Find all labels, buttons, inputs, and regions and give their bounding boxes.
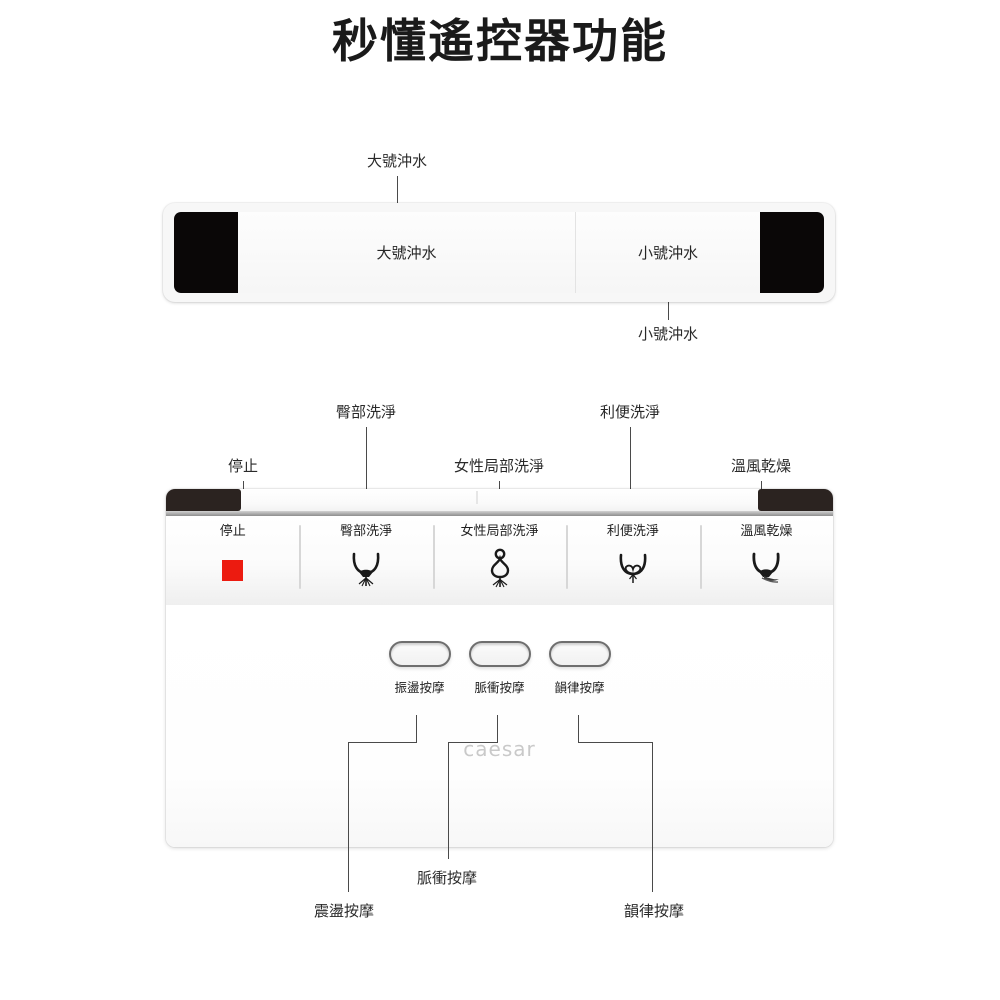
big-flush-button[interactable]: 大號沖水: [238, 212, 575, 293]
wash-button-row: 停止 臀部洗淨: [166, 516, 833, 607]
callout-leader-rhythm-massage-upper: [578, 715, 579, 742]
rhythm-massage-button[interactable]: [548, 641, 611, 667]
small-flush-button[interactable]: 小號沖水: [574, 212, 760, 293]
page-title: 秒懂遙控器功能: [332, 14, 668, 68]
wash-remote-panel: 停止 臀部洗淨: [166, 489, 833, 847]
callout-leader-vibration-massage-lower: [348, 742, 349, 892]
callout-leader-big-flush: [397, 176, 398, 227]
vibration-massage-button[interactable]: [388, 641, 451, 667]
feminine-wash-button-label: 女性局部洗淨: [460, 524, 539, 539]
wash-remote-topbar-seam: [476, 491, 478, 504]
callout-leader-pulse-massage-lower: [448, 742, 449, 859]
wash-remote-left-cap: [166, 489, 241, 511]
rhythm-massage-label: 韻律按摩: [554, 680, 605, 695]
rear-wash-icon: [345, 547, 387, 587]
callout-label-rhythm-massage: 韻律按摩: [623, 902, 685, 920]
feminine-wash-button[interactable]: 女性局部洗淨: [432, 516, 566, 605]
stop-button-label: 停止: [219, 524, 246, 539]
callout-leader-soft-wash: [630, 427, 631, 539]
callout-leader-rear-wash: [366, 427, 367, 539]
callout-label-vibration-massage: 震盪按摩: [313, 902, 375, 920]
flush-remote-left-cap: [174, 212, 238, 293]
callout-leader-vibration-massage-upper: [416, 715, 417, 742]
flush-remote-right-cap: [760, 212, 824, 293]
massage-button-labels: 振盪按摩 脈衝按摩 韻律按摩: [166, 677, 833, 696]
callout-leader-pulse-massage-bend: [448, 742, 498, 743]
feminine-wash-icon: [479, 547, 521, 588]
flush-remote-inner: 大號沖水 小號沖水: [174, 212, 824, 293]
callout-leader-rhythm-massage-bend: [578, 742, 652, 743]
flush-remote-panel: 大號沖水 小號沖水: [163, 203, 835, 302]
callout-leader-vibration-massage-bend: [348, 742, 417, 743]
pulse-massage-button[interactable]: [468, 641, 531, 667]
callout-label-rear-wash: 臀部洗淨: [335, 403, 397, 421]
soft-wash-icon: [612, 547, 654, 587]
big-flush-button-label: 大號沖水: [376, 244, 437, 262]
massage-button-row: [166, 641, 833, 667]
callout-label-small-flush: 小號沖水: [637, 325, 699, 343]
pulse-massage-label: 脈衝按摩: [474, 680, 525, 695]
small-flush-button-label: 小號沖水: [637, 244, 698, 262]
wash-remote-right-cap: [758, 489, 833, 511]
stop-button[interactable]: 停止: [166, 516, 299, 605]
rear-wash-button[interactable]: 臀部洗淨: [299, 516, 432, 605]
rear-wash-button-label: 臀部洗淨: [340, 524, 393, 539]
callout-label-stop: 停止: [227, 457, 259, 475]
warm-air-dry-button[interactable]: 溫風乾燥: [699, 516, 833, 605]
wash-remote-topbar: [166, 489, 833, 516]
wash-remote-topbar-edge: [166, 511, 833, 516]
red-stop-square-icon: [222, 547, 244, 587]
callout-label-big-flush: 大號沖水: [366, 152, 428, 170]
caesar-brand-logo: caesar: [463, 737, 536, 761]
callout-label-warm-dry: 溫風乾燥: [730, 457, 792, 475]
callout-leader-rhythm-massage-lower: [652, 742, 653, 892]
wash-remote-lower-body: 振盪按摩 脈衝按摩 韻律按摩 caesar: [166, 605, 833, 847]
soft-wash-button[interactable]: 利便洗淨: [566, 516, 699, 605]
warm-air-dry-button-label: 溫風乾燥: [740, 524, 793, 539]
vibration-massage-label: 振盪按摩: [394, 680, 445, 695]
soft-wash-button-label: 利便洗淨: [606, 524, 659, 539]
callout-label-soft-wash: 利便洗淨: [599, 403, 661, 421]
warm-air-dry-icon: [745, 547, 787, 587]
callout-leader-pulse-massage-upper: [497, 715, 498, 742]
callout-label-pulse-massage: 脈衝按摩: [416, 869, 478, 887]
callout-label-feminine-wash: 女性局部洗淨: [453, 457, 545, 475]
